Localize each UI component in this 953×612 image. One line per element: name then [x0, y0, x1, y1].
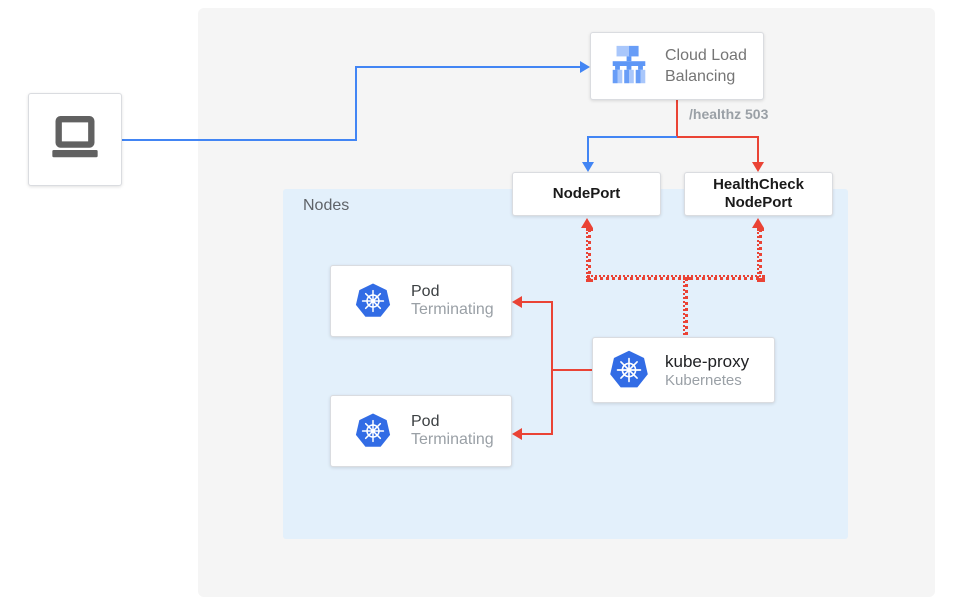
edge-split-right	[677, 136, 759, 138]
kube-proxy-title: kube-proxy	[665, 351, 750, 371]
edge-pods-trunk	[551, 301, 553, 435]
load-balancer-icon	[612, 45, 646, 84]
pod1-title: Pod	[411, 283, 440, 300]
healthz-label: /healthz 503	[689, 106, 769, 122]
arrowhead-into-pod2	[512, 428, 522, 440]
edge-client-clb-h1	[122, 139, 356, 141]
edge-client-clb-v	[355, 66, 357, 141]
kube-proxy-box: kube-proxy Kubernetes	[592, 337, 775, 403]
edge-clb-drop	[676, 100, 678, 137]
pod1-text: Pod Terminating	[411, 283, 494, 319]
healthcheck-nodeport-box: HealthCheck NodePort	[684, 172, 833, 216]
arrowhead-into-nodeport-bottom	[581, 218, 593, 228]
clb-label-line2: Balancing	[665, 68, 736, 85]
clb-label: Cloud Load Balancing	[665, 45, 747, 87]
kubernetes-icon	[355, 413, 391, 447]
edge-dotted-to-nodeport	[586, 228, 591, 282]
arrowhead-into-hcnp-bottom	[752, 218, 764, 228]
pod1-box: Pod Terminating	[330, 265, 512, 337]
arrowhead-into-nodeport	[582, 162, 594, 172]
nodeport-label: NodePort	[552, 185, 621, 202]
arrowhead-into-clb	[580, 61, 590, 73]
edge-to-pod2	[522, 433, 552, 435]
edge-to-pod1	[522, 301, 552, 303]
kubernetes-icon	[610, 350, 648, 388]
edge-client-clb-h2	[356, 66, 580, 68]
client-box	[28, 93, 122, 186]
edge-split-left	[588, 136, 677, 138]
healthcheck-nodeport-label: HealthCheck NodePort	[713, 176, 804, 212]
kubernetes-icon	[355, 283, 391, 317]
edge-dotted-horizontal	[587, 275, 765, 280]
nodeport-box: NodePort	[512, 172, 661, 216]
pod1-status: Terminating	[411, 301, 494, 318]
arrowhead-into-pod1	[512, 296, 522, 308]
laptop-icon	[52, 115, 98, 157]
edge-kubeproxy-left	[552, 369, 592, 371]
hcnp-label-line2: NodePort	[724, 194, 793, 211]
pod2-status: Terminating	[411, 431, 494, 448]
edge-dotted-to-hcnp	[757, 228, 762, 282]
arrowhead-into-hcnp	[752, 162, 764, 172]
kube-proxy-text: kube-proxy Kubernetes	[665, 352, 749, 389]
pod2-box: Pod Terminating	[330, 395, 512, 467]
hcnp-label-line1: HealthCheck	[713, 176, 804, 193]
nodes-panel-label: Nodes	[303, 197, 350, 214]
kube-proxy-subtitle: Kubernetes	[665, 371, 742, 389]
edge-to-hcnp	[757, 136, 759, 163]
edge-to-nodeport	[587, 136, 589, 163]
cloud-load-balancing-box: Cloud Load Balancing	[590, 32, 764, 100]
edge-kubeproxy-up	[683, 277, 688, 343]
pod2-text: Pod Terminating	[411, 413, 494, 449]
clb-label-line1: Cloud Load	[665, 47, 747, 64]
pod2-title: Pod	[411, 413, 440, 430]
